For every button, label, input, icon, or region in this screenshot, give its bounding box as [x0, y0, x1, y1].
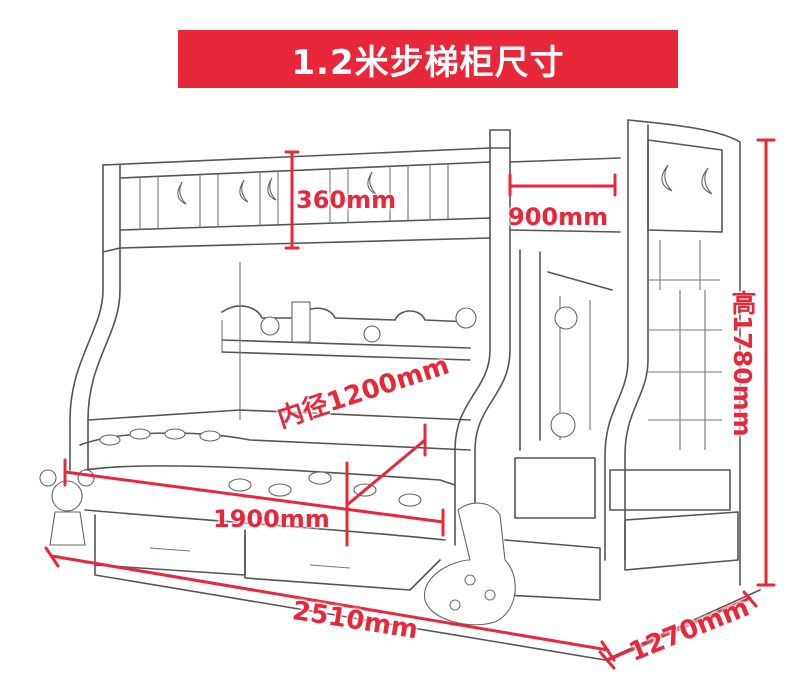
- page-title: 1.2米步梯柜尺寸: [291, 42, 565, 83]
- dim-label-inner-length: 1900mm: [213, 505, 330, 533]
- upper-top-rail-inner: [119, 161, 491, 179]
- middle-post-inner: [474, 129, 511, 546]
- plush-toy-5: [554, 306, 578, 330]
- drawer-handles: [149, 547, 351, 569]
- right-moon-cutouts: [661, 164, 713, 195]
- left-post-inner: [87, 164, 121, 471]
- upper-balusters: [139, 164, 449, 230]
- stair-post-inner: [624, 124, 649, 561]
- books: [291, 301, 311, 343]
- stair-drawer-1: [514, 457, 596, 519]
- left-post-outer: [69, 164, 104, 471]
- upper-bottom-rail-2: [119, 237, 491, 249]
- lower-bed: [79, 409, 761, 661]
- bedding-pattern: [99, 428, 422, 507]
- mattress-bottom: [84, 509, 446, 541]
- plush-toy-2: [363, 325, 381, 343]
- plush-toy-4: [550, 412, 576, 438]
- title-banner: 1.2米步梯柜尺寸: [178, 30, 678, 88]
- dim-line-1200: [345, 423, 427, 547]
- upper-bottom-rail: [119, 217, 491, 231]
- mid-shelf: [221, 262, 477, 420]
- floor-footprint: [94, 564, 761, 661]
- dimension-lines: [44, 138, 776, 670]
- dim-line-1780: [756, 138, 776, 587]
- stair-drawer-3: [624, 511, 739, 571]
- dim-label-stair-width: 900mm: [508, 203, 609, 231]
- mickey-plush: [39, 469, 95, 546]
- right-headboard: [627, 119, 741, 586]
- middle-post-outer: [454, 129, 491, 546]
- dim-line-360: [284, 150, 300, 250]
- dim-line-1900: [63, 458, 445, 537]
- plush-toy-1: [260, 316, 280, 336]
- upper-corner: [102, 247, 121, 253]
- dim-label-rail-height: 360mm: [296, 186, 397, 214]
- upper-top-rail: [102, 147, 511, 166]
- upper-moon-cutouts: [177, 171, 377, 205]
- upper-bunk: [69, 129, 511, 546]
- giraffe-plush: [424, 502, 516, 626]
- dim-label-total-height: 高1780mm: [728, 290, 757, 437]
- plush-toy-3: [455, 307, 477, 329]
- stair-drawer-2: [609, 469, 731, 511]
- stair-base: [504, 539, 601, 601]
- stair-post-outer: [604, 119, 629, 561]
- dim-line-900: [508, 173, 617, 197]
- lower-drawer-2: [244, 534, 441, 591]
- dim-line-1270: [598, 590, 758, 670]
- stair-cabinet: [504, 119, 741, 601]
- mattress-top: [84, 465, 456, 486]
